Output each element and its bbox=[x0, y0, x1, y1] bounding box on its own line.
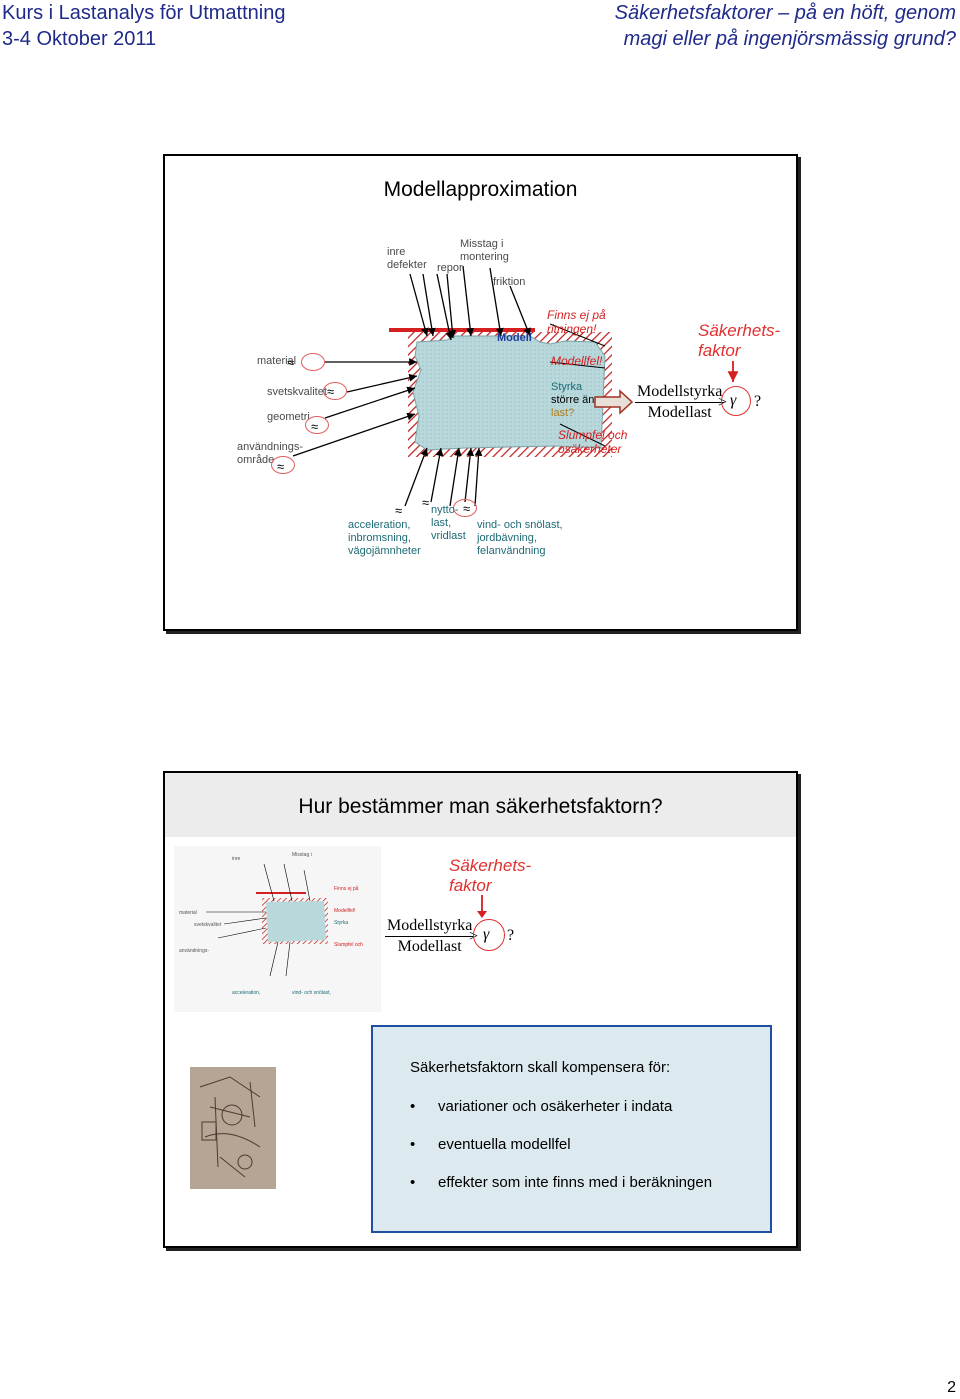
note-styrka: Styrka större än last? bbox=[551, 381, 595, 419]
compensation-box: Säkerhetsfaktorn skall kompensera för: •… bbox=[371, 1025, 772, 1233]
gamma-symbol: γ bbox=[730, 392, 737, 409]
thumbnail-graphic: inre Misstag i material svetskvalitet an… bbox=[179, 852, 363, 996]
question-mark: ? bbox=[754, 393, 762, 410]
approx-acceleration: ≈ bbox=[395, 503, 403, 518]
approx-circle-geometri bbox=[305, 416, 329, 434]
model-diagram bbox=[292, 265, 739, 507]
svg-text:Slumpfel och: Slumpfel och bbox=[334, 942, 363, 948]
approx-material: ≈ bbox=[287, 355, 295, 370]
label-anvandningsomrade: användnings-område bbox=[237, 441, 304, 466]
label-repor: repor bbox=[437, 262, 463, 274]
course-date: 3-4 Oktober 2011 bbox=[2, 28, 157, 50]
approx-circle-vind bbox=[453, 499, 477, 517]
label-svetskvalitet: svetskvalitet bbox=[267, 386, 327, 398]
compensation-intro: Säkerhetsfaktorn skall kompensera för: bbox=[410, 1059, 671, 1076]
label-geometri: geometri bbox=[267, 411, 310, 423]
diagram-thumbnail: inre Misstag i material svetskvalitet an… bbox=[174, 846, 381, 1012]
svg-text:användnings-: användnings- bbox=[179, 948, 209, 954]
label-vind: vind- och snölast,jordbävning,felanvändn… bbox=[477, 519, 563, 557]
slide-title: Hur bestämmer man säkerhetsfaktorn? bbox=[298, 795, 663, 818]
header-left: Kurs i Lastanalys för Utmattning 3-4 Okt… bbox=[2, 0, 285, 52]
gamma-circle bbox=[473, 919, 505, 951]
svg-text:Misstag i: Misstag i bbox=[292, 852, 312, 858]
svg-text:Finns ej på: Finns ej på bbox=[334, 885, 359, 892]
svg-text:Modellfel!: Modellfel! bbox=[334, 908, 355, 914]
list-item: •effekter som inte finns med i beräkning… bbox=[410, 1174, 713, 1191]
slide-hur-bestammer: Hur bestämmer man säkerhetsfaktorn? inre… bbox=[163, 771, 798, 1248]
gamma-circle bbox=[721, 386, 751, 416]
header-right: Säkerhetsfaktorer – på en höft, genom ma… bbox=[615, 0, 956, 52]
safety-factor-label: Säkerhets-faktor bbox=[449, 856, 532, 895]
svg-text:material: material bbox=[179, 910, 197, 916]
safety-factor-label: Säkerhets-faktor bbox=[698, 321, 781, 360]
label-acceleration: acceleration,inbromsning,vägojämnheter bbox=[348, 519, 421, 557]
model-top-bar bbox=[389, 328, 535, 332]
approx-circle-material bbox=[301, 353, 325, 371]
list-item: •variationer och osäkerheter i indata bbox=[410, 1098, 673, 1115]
svg-text:inre: inre bbox=[232, 856, 241, 862]
sketch-drawing bbox=[190, 1067, 276, 1189]
svg-text:vind- och snölast,: vind- och snölast, bbox=[292, 990, 331, 996]
slide-title: Modellapproximation bbox=[383, 178, 578, 201]
compensation-list: •variationer och osäkerheter i indata •e… bbox=[410, 1097, 712, 1211]
approx-nyttolast: ≈ bbox=[422, 495, 430, 510]
svg-text:svetskvalitet: svetskvalitet bbox=[194, 922, 222, 928]
label-material: material bbox=[257, 355, 297, 367]
title-band bbox=[165, 773, 796, 837]
svg-text:acceleration,: acceleration, bbox=[232, 990, 260, 996]
page-number: 2 bbox=[947, 1379, 956, 1396]
question-mark: ? bbox=[507, 927, 515, 944]
safety-arrow bbox=[477, 895, 487, 918]
talk-title-line1: Säkerhetsfaktorer – på en höft, genom bbox=[614, 2, 956, 24]
label-friktion: friktion bbox=[493, 276, 526, 288]
list-item: •eventuella modellfel bbox=[410, 1136, 571, 1153]
talk-title-line2: magi eller på ingenjörsmässig grund? bbox=[623, 28, 956, 50]
approx-circle-svetskvalitet bbox=[323, 382, 347, 400]
course-title: Kurs i Lastanalys för Utmattning bbox=[2, 2, 286, 24]
gamma-symbol: γ bbox=[483, 926, 490, 943]
label-modell: Modell bbox=[497, 332, 532, 344]
slide-modellapproximation: Modellapproximation bbox=[163, 154, 798, 631]
approx-circle-anvandning bbox=[271, 456, 295, 474]
sketch-image bbox=[190, 1067, 276, 1189]
label-nyttolast: nytto-last,vridlast bbox=[431, 504, 466, 542]
note-modellfel: Modellfel! bbox=[551, 354, 603, 368]
svg-text:Styrka: Styrka bbox=[334, 920, 348, 926]
